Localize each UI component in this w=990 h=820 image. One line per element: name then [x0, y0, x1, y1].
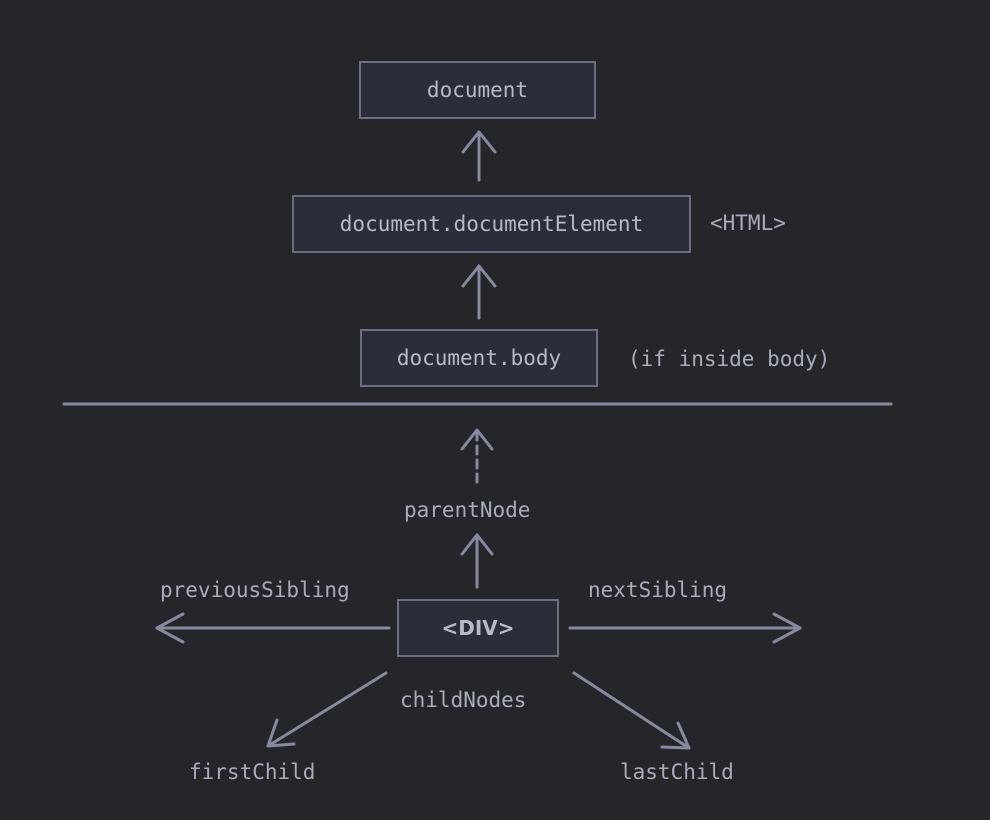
- child-nodes-label: childNodes: [400, 688, 527, 712]
- dashed-arrow-to-body: [460, 428, 494, 484]
- div-node: <DIV>: [397, 599, 559, 657]
- first-child-arrow: [266, 671, 388, 748]
- document-element-node: document.documentElement: [292, 195, 691, 253]
- parent-node-arrow: [460, 533, 494, 589]
- if-inside-body-label: (if inside body): [628, 347, 831, 371]
- arrow-up-to-document-element: [461, 264, 497, 320]
- document-node: document: [359, 61, 596, 119]
- parent-node-label: parentNode: [404, 498, 531, 522]
- first-child-label: firstChild: [189, 760, 316, 784]
- html-tag-label: <HTML>: [710, 211, 786, 235]
- next-sibling-arrow: [568, 612, 802, 644]
- last-child-arrow: [572, 671, 691, 750]
- document-body-node: document.body: [360, 329, 598, 387]
- previous-sibling-label: previousSibling: [160, 578, 350, 602]
- next-sibling-label: nextSibling: [588, 578, 728, 602]
- last-child-label: lastChild: [620, 760, 734, 784]
- previous-sibling-arrow: [155, 612, 391, 644]
- arrow-up-to-document: [461, 130, 497, 182]
